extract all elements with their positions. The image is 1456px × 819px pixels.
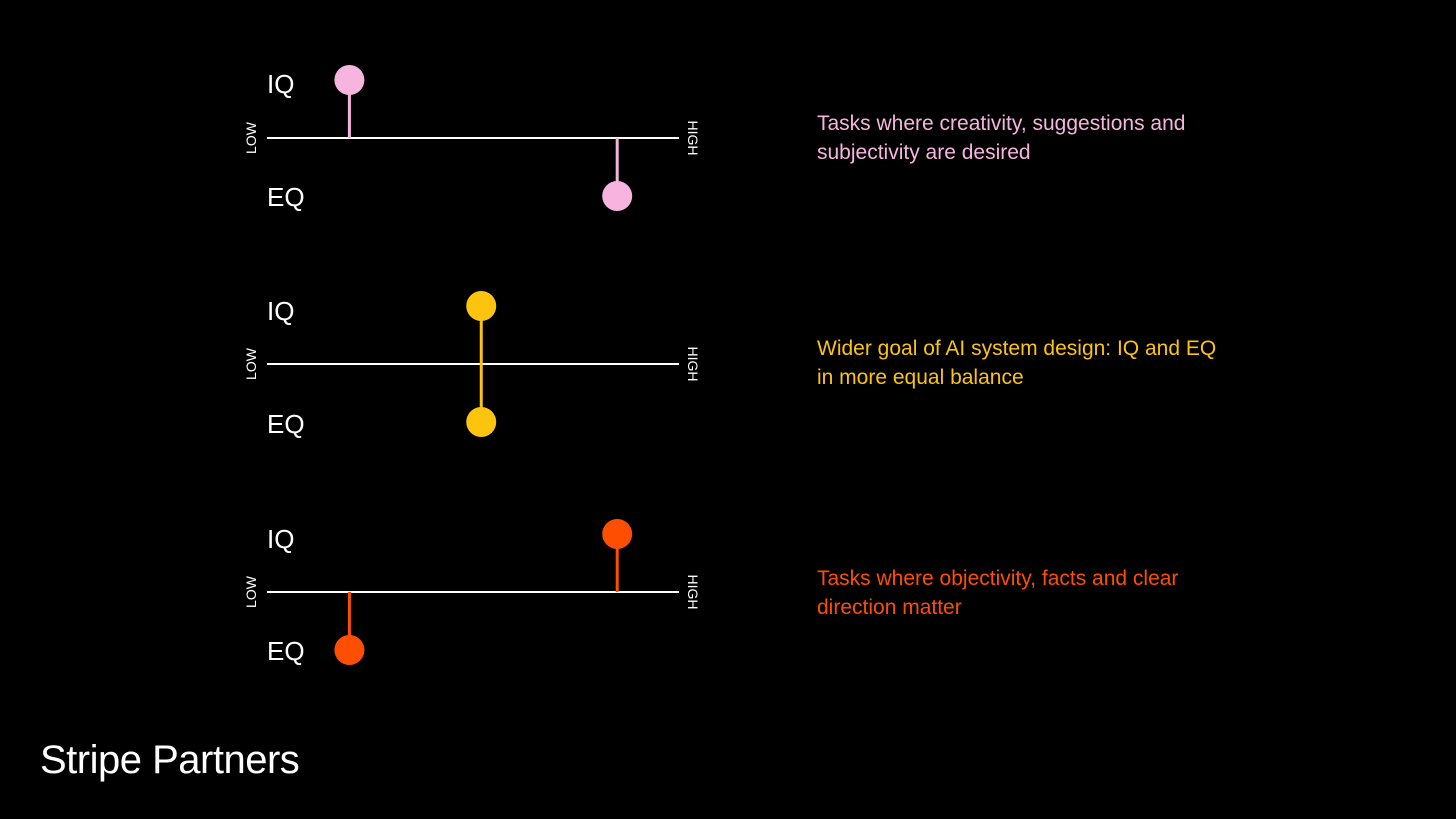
high-label: HIGH [685,121,701,156]
eq-label: EQ [267,636,305,666]
row-caption-balance: Wider goal of AI system design: IQ and E… [817,337,1217,389]
eq-marker [466,407,497,437]
iq-label: IQ [267,69,294,99]
low-label: LOW [243,575,259,608]
iq-marker [466,291,497,321]
high-label: HIGH [685,575,701,610]
diagram-row-balance: IQ EQ LOW HIGH [243,291,701,439]
row-caption-objectivity: Tasks where objectivity, facts and clear… [817,567,1179,619]
iq-marker [602,519,633,549]
low-label: LOW [243,347,259,380]
brand-logo-text: Stripe Partners [40,738,300,782]
eq-label: EQ [267,182,305,212]
diagram-row-creativity: IQ EQ LOW HIGH [243,65,701,212]
eq-marker [334,635,365,665]
row-caption-creativity: Tasks where creativity, suggestions and … [817,112,1186,164]
eq-marker [602,181,633,211]
iq-marker [334,65,365,95]
iq-label: IQ [267,524,294,554]
low-label: LOW [243,121,259,154]
iq-label: IQ [267,296,294,326]
high-label: HIGH [685,347,701,382]
diagram-row-objectivity: IQ EQ LOW HIGH [243,519,701,666]
eq-label: EQ [267,409,305,439]
